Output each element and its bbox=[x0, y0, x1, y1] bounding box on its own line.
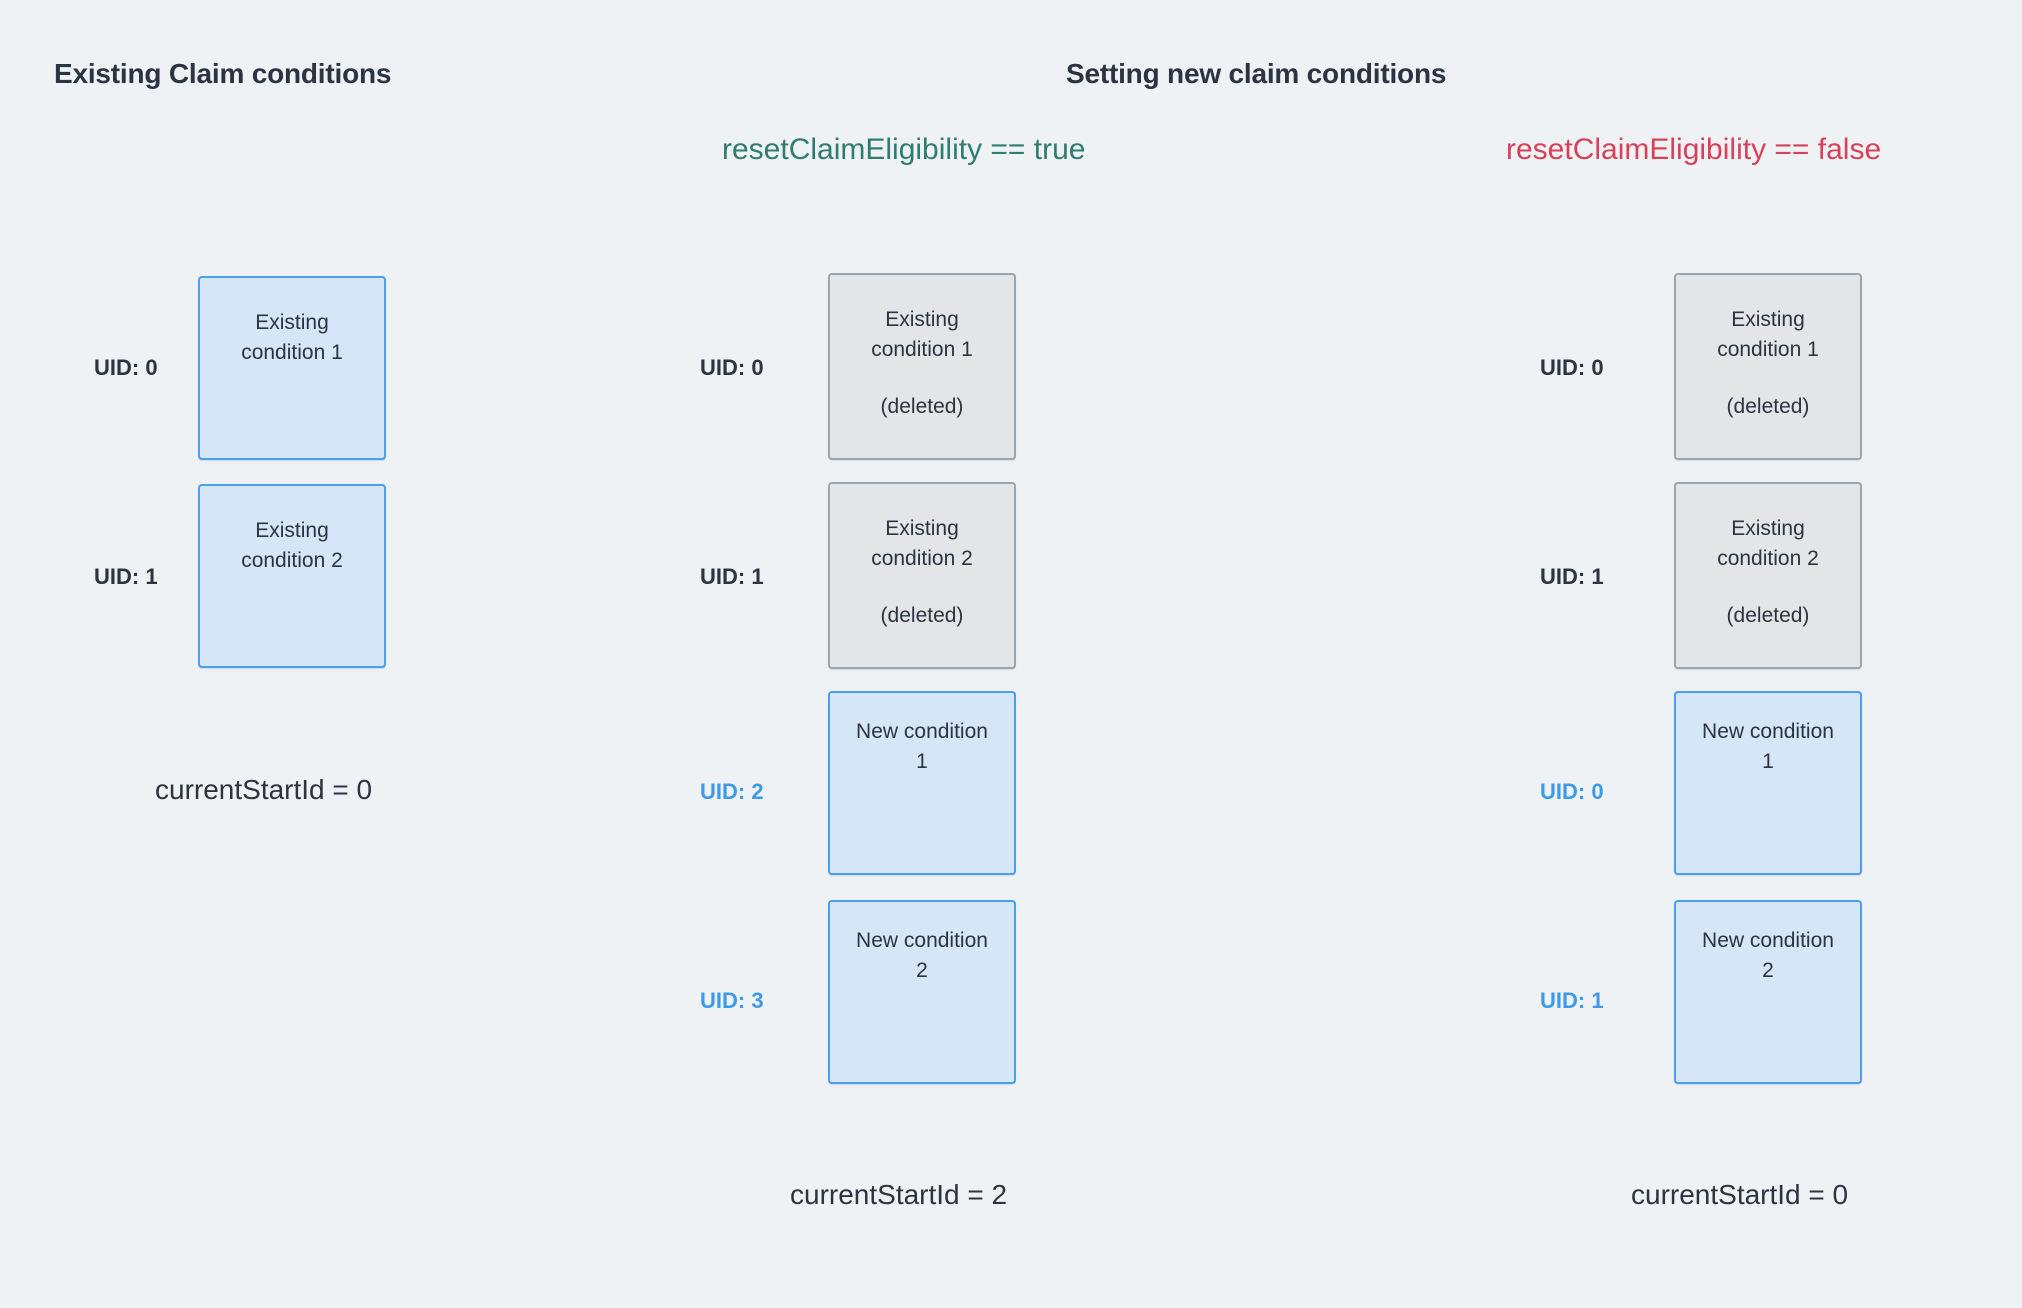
page-title-setting-new-claim-conditions: Setting new claim conditions bbox=[1066, 58, 1447, 89]
condition-box-reset-true-2: New condition 1 bbox=[828, 691, 1016, 875]
current-start-id-reset-true: currentStartId = 2 bbox=[790, 1179, 1008, 1210]
condition-box-label: New condition 2 bbox=[1702, 929, 1834, 983]
condition-box-label: Existing condition 1 bbox=[871, 308, 973, 362]
uid-label-reset-true-1: UID: 1 bbox=[700, 564, 764, 589]
condition-box-reset-false-1: Existing condition 2 (deleted) bbox=[1674, 482, 1862, 669]
condition-box-existing-0: Existing condition 1 bbox=[198, 276, 386, 460]
condition-box-deleted-tag: (deleted) bbox=[1726, 603, 1810, 627]
condition-box-reset-true-0: Existing condition 1 (deleted) bbox=[828, 273, 1016, 460]
current-start-id-existing: currentStartId = 0 bbox=[155, 774, 373, 805]
condition-box-deleted-tag: (deleted) bbox=[880, 603, 964, 627]
uid-label-reset-true-3: UID: 3 bbox=[700, 988, 764, 1013]
condition-box-label: Existing condition 1 bbox=[241, 311, 343, 365]
condition-box-reset-true-3: New condition 2 bbox=[828, 900, 1016, 1084]
condition-box-reset-false-0: Existing condition 1 (deleted) bbox=[1674, 273, 1862, 460]
condition-box-label: New condition 1 bbox=[1702, 720, 1834, 774]
uid-label-reset-false-3: UID: 1 bbox=[1540, 988, 1604, 1013]
expression-reset-eligibility-true: resetClaimEligibility == true bbox=[722, 133, 1086, 166]
uid-label-reset-true-2: UID: 2 bbox=[700, 779, 764, 804]
uid-label-reset-false-2: UID: 0 bbox=[1540, 779, 1604, 804]
condition-box-label: New condition 1 bbox=[856, 720, 988, 774]
expression-reset-eligibility-false: resetClaimEligibility == false bbox=[1506, 133, 1882, 166]
condition-box-label: Existing condition 1 bbox=[1717, 308, 1819, 362]
current-start-id-reset-false: currentStartId = 0 bbox=[1631, 1179, 1849, 1210]
condition-box-reset-true-1: Existing condition 2 (deleted) bbox=[828, 482, 1016, 669]
condition-box-reset-false-3: New condition 2 bbox=[1674, 900, 1862, 1084]
condition-box-deleted-tag: (deleted) bbox=[880, 394, 964, 418]
page-title-existing-claim-conditions: Existing Claim conditions bbox=[54, 58, 392, 89]
uid-label-existing-0: UID: 0 bbox=[94, 355, 158, 380]
uid-label-reset-false-0: UID: 0 bbox=[1540, 355, 1604, 380]
condition-box-deleted-tag: (deleted) bbox=[1726, 394, 1810, 418]
condition-box-label: Existing condition 2 bbox=[1717, 517, 1819, 571]
condition-box-label: New condition 2 bbox=[856, 929, 988, 983]
uid-label-existing-1: UID: 1 bbox=[94, 564, 158, 589]
condition-box-label: Existing condition 2 bbox=[241, 519, 343, 573]
uid-label-reset-true-0: UID: 0 bbox=[700, 355, 764, 380]
condition-box-reset-false-2: New condition 1 bbox=[1674, 691, 1862, 875]
condition-box-label: Existing condition 2 bbox=[871, 517, 973, 571]
condition-box-existing-1: Existing condition 2 bbox=[198, 484, 386, 668]
uid-label-reset-false-1: UID: 1 bbox=[1540, 564, 1604, 589]
